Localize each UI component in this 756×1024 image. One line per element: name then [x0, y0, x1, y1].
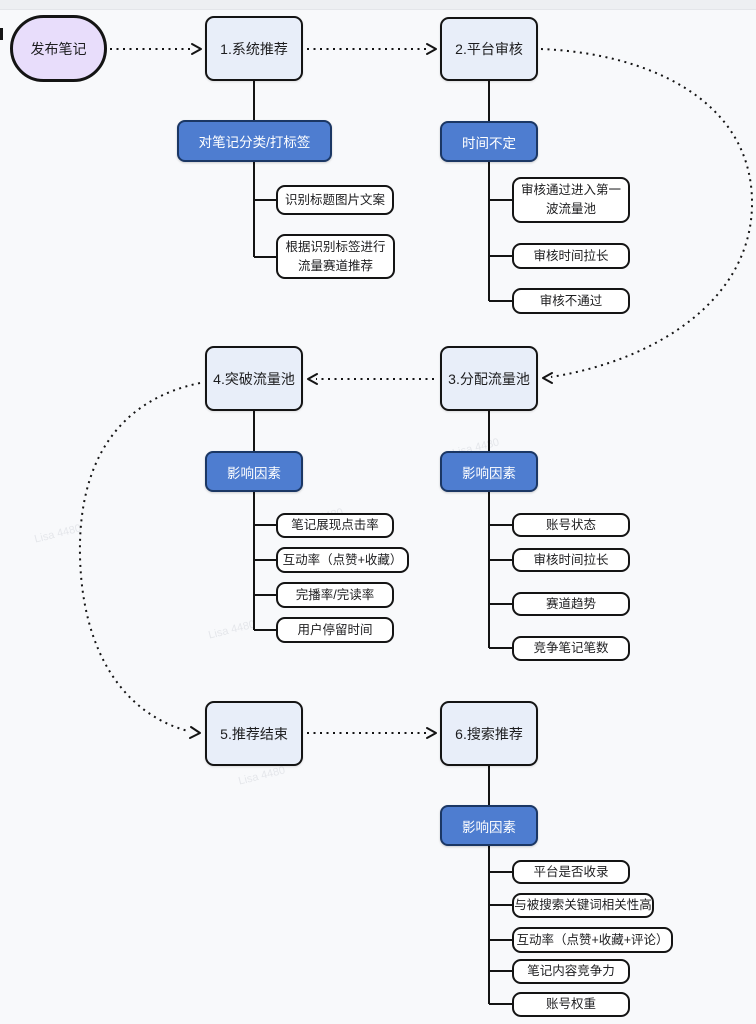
node-step3-assign-traffic-pool[interactable]: 3.分配流量池	[440, 346, 538, 411]
leaf-label: 账号权重	[545, 997, 596, 1012]
leaf-label: 竞争笔记笔数	[533, 641, 609, 656]
leaf-label: 根据识别标签进行流量赛道推荐	[285, 239, 386, 273]
node-label: 5.推荐结束	[220, 725, 288, 742]
node-label: 影响因素	[462, 465, 516, 481]
leaf-label: 互动率（点赞+收藏）	[282, 552, 403, 567]
node-step5-recommend-end[interactable]: 5.推荐结束	[205, 701, 303, 766]
node-step4-break-traffic-pool[interactable]: 4.突破流量池	[205, 346, 303, 411]
node-tag-factors-search[interactable]: 影响因素	[440, 805, 538, 846]
node-start-publish-note[interactable]: 发布笔记	[10, 15, 107, 82]
leaf-label: 审核不通过	[539, 293, 603, 308]
node-tag-factors-breakout[interactable]: 影响因素	[205, 451, 303, 492]
leaf-label: 用户停留时间	[297, 622, 373, 637]
leaf-label: 审核时间拉长	[533, 552, 609, 567]
arrowhead-into-step1	[191, 43, 202, 55]
leaf-note-content-competitiveness[interactable]: 笔记内容竞争力	[512, 959, 630, 984]
leaf-competing-note-count[interactable]: 竞争笔记笔数	[512, 636, 630, 661]
leaf-platform-indexed[interactable]: 平台是否收录	[512, 860, 630, 884]
node-label: 对笔记分类/打标签	[198, 135, 311, 150]
leaf-label: 互动率（点赞+收藏+评论）	[516, 932, 669, 947]
leaf-account-weight[interactable]: 账号权重	[512, 992, 630, 1017]
leaf-review-time-extended[interactable]: 审核时间拉长	[512, 243, 630, 269]
tree-breakout-branch	[253, 492, 276, 631]
leaf-engagement-like-fav-comment[interactable]: 互动率（点赞+收藏+评论）	[512, 927, 673, 953]
leaf-review-time-extended-2[interactable]: 审核时间拉长	[512, 548, 630, 572]
node-step2-platform-review[interactable]: 2.平台审核	[440, 17, 538, 81]
leaf-label: 笔记内容竞争力	[527, 964, 615, 979]
leaf-label: 账号状态	[545, 517, 596, 532]
node-label: 2.平台审核	[455, 41, 523, 57]
leaf-label: 审核时间拉长	[533, 248, 609, 263]
leaf-label: 与被搜索关键词相关性高	[514, 898, 652, 913]
leaf-label: 平台是否收录	[533, 864, 609, 879]
node-label: 4.突破流量池	[213, 370, 295, 387]
leaf-account-status[interactable]: 账号状态	[512, 513, 630, 537]
cropped-shape-artifact	[0, 28, 3, 40]
leaf-keyword-relevance[interactable]: 与被搜索关键词相关性高	[512, 893, 654, 918]
node-step6-search-recommend[interactable]: 6.搜索推荐	[440, 701, 538, 766]
node-label: 时间不定	[462, 135, 516, 151]
arrowhead-into-step6	[426, 727, 437, 739]
tree-system-branch	[253, 162, 276, 258]
leaf-label: 笔记展现点击率	[291, 518, 379, 533]
node-label: 影响因素	[462, 819, 516, 835]
leaf-label: 审核通过进入第一波流量池	[520, 183, 621, 216]
arrowhead-into-step4	[307, 373, 318, 385]
edge-step4-to-step5-curve	[78, 382, 201, 732]
leaf-review-pass-first-pool[interactable]: 审核通过进入第一波流量池	[512, 177, 630, 223]
leaf-label: 赛道趋势	[545, 596, 596, 611]
tree-review-branch	[488, 162, 512, 302]
tree-allocate-branch	[488, 492, 512, 649]
node-step1-system-recommend[interactable]: 1.系统推荐	[205, 16, 303, 81]
leaf-recognize-title-image-copy[interactable]: 识别标题图片文案	[276, 185, 394, 215]
node-label: 发布笔记	[30, 40, 87, 57]
leaf-engagement-like-fav[interactable]: 互动率（点赞+收藏）	[276, 547, 409, 573]
node-label: 影响因素	[227, 465, 281, 481]
leaf-recommend-by-label[interactable]: 根据识别标签进行流量赛道推荐	[276, 234, 395, 279]
arrowhead-into-step5	[189, 726, 201, 739]
leaf-review-rejected[interactable]: 审核不通过	[512, 288, 630, 314]
page-top-strip	[0, 0, 756, 10]
leaf-completion-rate[interactable]: 完播率/完读率	[276, 582, 394, 608]
arrowhead-into-step2	[426, 43, 437, 55]
leaf-note-ctr[interactable]: 笔记展现点击率	[276, 513, 394, 538]
node-tag-factors-allocate[interactable]: 影响因素	[440, 451, 538, 492]
node-label: 3.分配流量池	[448, 370, 530, 387]
leaf-label: 完播率/完读率	[295, 587, 375, 602]
edge-step2-to-step3-curve	[540, 48, 754, 378]
node-tag-time-uncertain[interactable]: 时间不定	[440, 121, 538, 162]
node-label: 6.搜索推荐	[455, 725, 523, 742]
node-label: 1.系统推荐	[220, 40, 288, 57]
leaf-track-trend[interactable]: 赛道趋势	[512, 592, 630, 616]
tree-search-branch	[488, 846, 512, 1005]
leaf-user-dwell-time[interactable]: 用户停留时间	[276, 617, 394, 643]
leaf-label: 识别标题图片文案	[284, 192, 385, 207]
node-tag-classify-label[interactable]: 对笔记分类/打标签	[177, 120, 332, 162]
arrowhead-into-step3	[542, 372, 553, 384]
